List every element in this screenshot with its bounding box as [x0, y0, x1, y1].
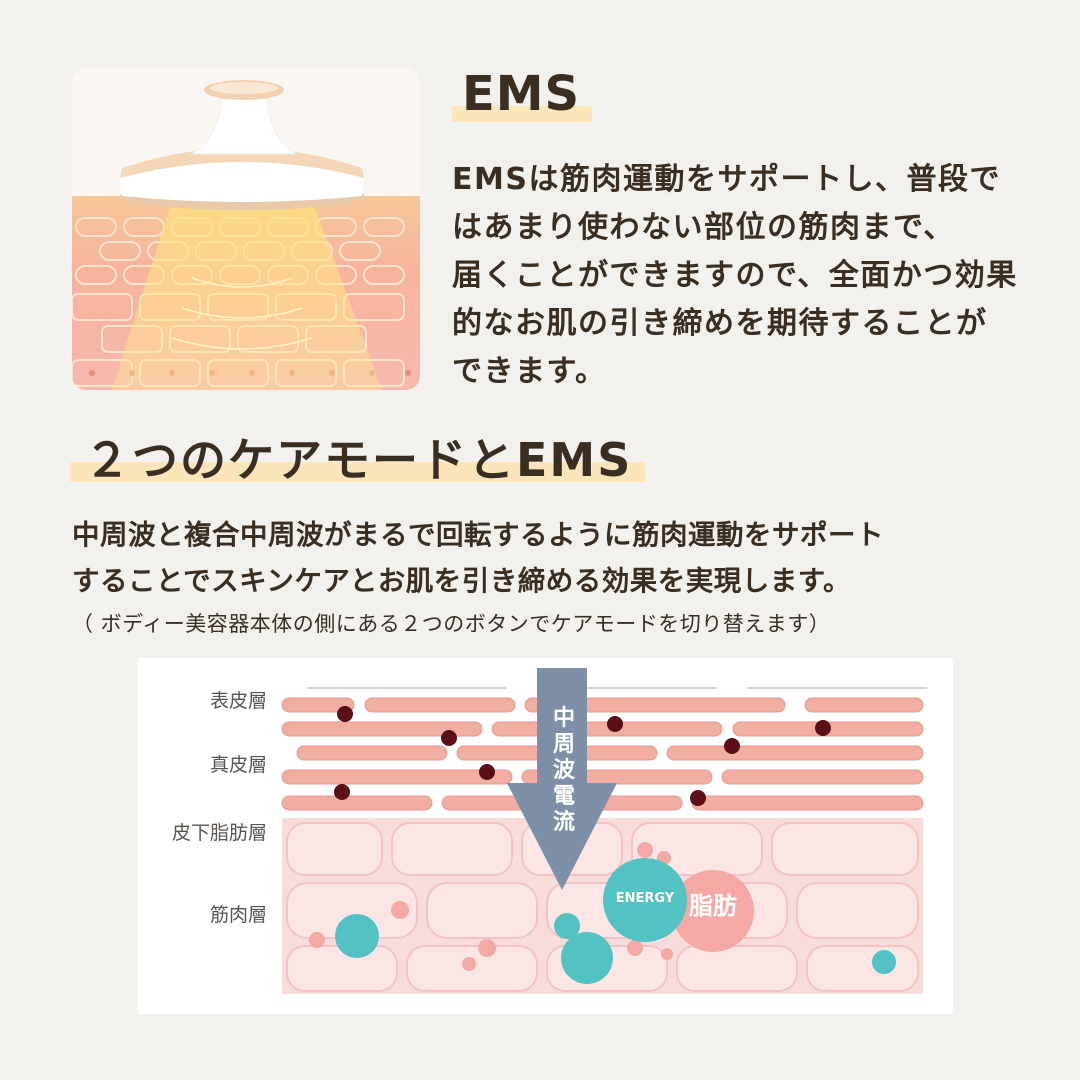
care-mode-note: （ ボディー美容器本体の側にある２つのボタンでケアモードを切り替えます） — [72, 612, 831, 636]
layer-label-dermis: 真皮層 — [209, 754, 267, 776]
ems-device-illustration — [72, 68, 420, 390]
layer-label-epidermis: 表皮層 — [209, 690, 267, 712]
layer-label-muscle: 筋肉層 — [209, 904, 267, 926]
ems-description-line: 届くことができますので、全面かつ効果 — [452, 258, 1018, 293]
current-arrow-icon — [507, 668, 617, 890]
energy-label: ENERGY — [615, 891, 675, 906]
ems-description-line: はあまり使わない部位の筋肉まで、 — [452, 210, 955, 245]
fat-label: 脂肪 — [689, 892, 737, 920]
care-mode-heading: ２つのケアモードとEMS — [70, 424, 647, 490]
ems-heading-text: EMS — [462, 66, 581, 122]
care-mode-description-line: 中周波と複合中周波がまるで回転するように筋肉運動をサポート — [72, 519, 884, 551]
care-mode-description: 中周波と複合中周波がまるで回転するように筋肉運動をサポート することでスキンケア… — [72, 512, 1032, 604]
fat-bubble — [672, 870, 754, 952]
ems-description-line: EMSは筋肉運動をサポートし、普段で — [452, 162, 1001, 197]
ems-description-line: できます。 — [452, 354, 607, 389]
care-mode-heading-text: ２つのケアモードとEMS — [84, 433, 633, 487]
energy-bubble — [603, 858, 687, 942]
ems-description: EMSは筋肉運動をサポートし、普段で はあまり使わない部位の筋肉まで、 届くこと… — [452, 156, 1032, 396]
current-arrow-label: 中周波電流 — [552, 706, 575, 835]
ems-heading: EMS — [452, 66, 593, 122]
layer-label-subcutaneous-fat: 皮下脂肪層 — [171, 822, 267, 844]
skin-layer-diagram: 表皮層 真皮層 皮下脂肪層 筋肉層 — [137, 658, 953, 1014]
ems-description-line: 的なお肌の引き締めを期待することが — [452, 306, 988, 341]
care-mode-description-line: することでスキンケアとお肌を引き締める効果を実現します。 — [72, 565, 852, 597]
